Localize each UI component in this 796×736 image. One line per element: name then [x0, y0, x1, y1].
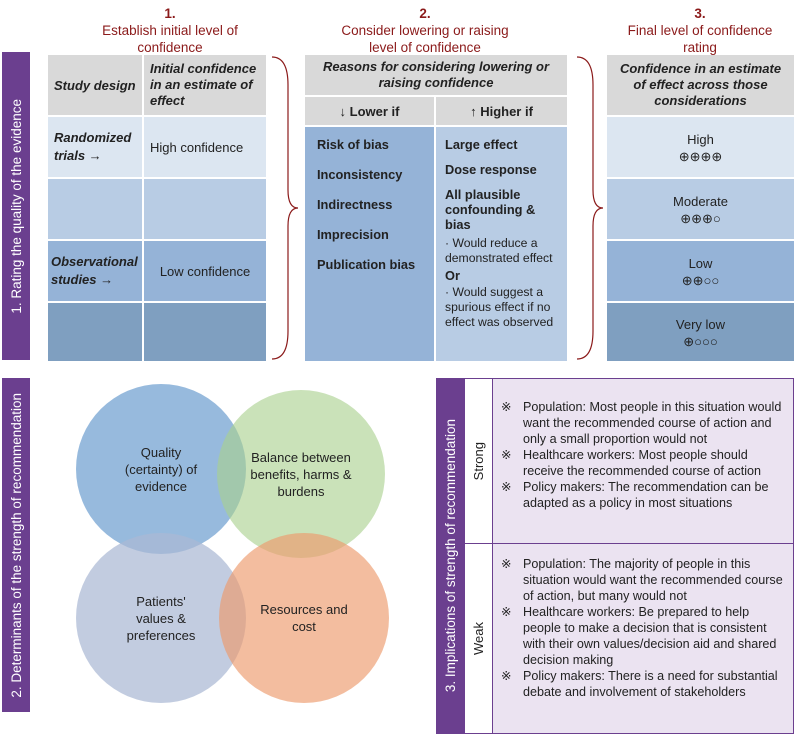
rating-low: Low ⊕⊕○○ — [607, 241, 794, 301]
sidebar-rating: 1. Rating the quality of the evidence — [2, 52, 30, 360]
circle-balance: Balance between benefits, harms & burden… — [217, 390, 385, 558]
reason-imprecision: Imprecision — [317, 227, 389, 242]
divider — [465, 543, 793, 544]
weak-population-text: Population: The majority of people in th… — [523, 557, 783, 603]
reason-risk-of-bias: Risk of bias — [317, 137, 389, 152]
strong-policy-text: Policy makers: The recommendation can be… — [523, 480, 769, 510]
row-empty-1a — [48, 179, 142, 239]
weak-item-population: ※ Population: The majority of people in … — [501, 556, 787, 604]
circle-values: Patients' values & preferences — [76, 533, 246, 703]
row-empty-1b — [144, 179, 266, 239]
rating-high-symbols: ⊕⊕⊕⊕ — [678, 149, 723, 164]
weak-healthcare-text: Healthcare workers: Be prepared to help … — [523, 605, 777, 667]
higher-reasons: Large effect Dose response All plausible… — [436, 127, 567, 361]
reason-confounding: All plausible confounding & bias — [445, 187, 536, 232]
row-observational: Observational studies → — [48, 241, 142, 301]
col-study-design: Study design — [48, 55, 142, 115]
strong-item-policy: ※ Policy makers: The recommendation can … — [501, 479, 787, 511]
weak-label-cell: Weak — [465, 544, 493, 733]
marker-icon: ※ — [501, 557, 512, 571]
lower-if-header: ↓ Lower if — [305, 97, 434, 125]
rating-very-low-label: Very low — [675, 317, 726, 332]
row-empty-2b — [144, 303, 266, 361]
reason-dose-response: Dose response — [445, 162, 537, 177]
reason-inconsistency: Inconsistency — [317, 167, 403, 182]
header-step-2: 2. Consider lowering or raising level of… — [330, 5, 520, 56]
strong-label: Strong — [471, 441, 486, 481]
row-randomized: Randomized trials → — [48, 117, 142, 177]
strong-items: ※ Population: Most people in this situat… — [493, 379, 793, 543]
reason-indirectness: Indirectness — [317, 197, 393, 212]
col-initial-confidence: Initial confidence in an estimate of eff… — [144, 55, 266, 115]
table-final-rating: Confidence in an estimate of effect acro… — [607, 55, 794, 361]
sidebar-rating-label: 1. Rating the quality of the evidence — [8, 98, 24, 314]
step-2-number: 2. — [419, 6, 431, 21]
strong-item-healthcare: ※ Healthcare workers: Most people should… — [501, 447, 787, 479]
brace-right — [576, 56, 604, 360]
sidebar-determinants: 2. Determinants of the strength of recom… — [2, 378, 30, 712]
sidebar-implications-label: 3. Implications of strength of recommend… — [442, 419, 458, 693]
strong-item-population: ※ Population: Most people in this situat… — [501, 399, 787, 447]
circle-balance-label: Balance between benefits, harms & burden… — [250, 449, 352, 499]
weak-item-healthcare: ※ Healthcare workers: Be prepared to hel… — [501, 604, 787, 668]
circle-values-label: Patients' values & preferences — [126, 593, 196, 643]
table-reasons: Reasons for considering lowering or rais… — [305, 55, 567, 361]
circle-resources: Resources and cost — [219, 533, 389, 703]
header-step-1: 1. Establish initial level of confidence — [70, 5, 270, 56]
higher-if-header: ↑ Higher if — [436, 97, 567, 125]
marker-icon: ※ — [501, 480, 512, 494]
brace-left — [271, 56, 299, 360]
header-step-3: 3. Final level of confidence rating — [615, 5, 785, 56]
rating-moderate: Moderate ⊕⊕⊕○ — [607, 179, 794, 239]
rating-low-label: Low — [688, 256, 713, 271]
lower-reasons: Risk of bias Inconsistency Indirectness … — [305, 127, 434, 361]
rating-high-label: High — [687, 132, 714, 147]
weak-item-policy: ※ Policy makers: There is a need for sub… — [501, 668, 787, 700]
rating-moderate-label: Moderate — [673, 194, 728, 209]
marker-icon: ※ — [501, 669, 512, 683]
final-title: Confidence in an estimate of effect acro… — [607, 55, 794, 115]
rating-very-low: Very low ⊕○○○ — [607, 303, 794, 361]
step-1-label: Establish initial level of confidence — [102, 23, 238, 55]
cell-low-confidence: Low confidence — [144, 241, 266, 301]
reason-or: Or — [445, 268, 460, 283]
reason-reduce-effect: · Would reduce a demonstrated effect — [445, 236, 553, 265]
marker-icon: ※ — [501, 448, 512, 462]
weak-items: ※ Population: The majority of people in … — [493, 544, 793, 733]
strong-label-cell: Strong — [465, 379, 493, 543]
step-3-number: 3. — [694, 6, 706, 21]
marker-icon: ※ — [501, 400, 512, 414]
step-1-number: 1. — [164, 6, 176, 21]
row-empty-2a — [48, 303, 142, 361]
cell-high-confidence: High confidence — [144, 117, 266, 177]
step-2-label: Consider lowering or raising level of co… — [341, 23, 509, 55]
reason-spurious-effect: · Would suggest a spurious effect if no … — [445, 285, 554, 329]
weak-policy-text: Policy makers: There is a need for subst… — [523, 669, 778, 699]
step-3-label: Final level of confidence rating — [627, 23, 773, 55]
marker-icon: ※ — [501, 605, 512, 619]
reasons-title: Reasons for considering lowering or rais… — [305, 55, 567, 95]
table-initial-confidence: Study design Initial confidence in an es… — [48, 55, 266, 361]
rating-low-symbols: ⊕⊕○○ — [681, 273, 720, 288]
sidebar-implications: 3. Implications of strength of recommend… — [436, 378, 464, 734]
rating-very-low-symbols: ⊕○○○ — [683, 334, 718, 349]
implications-panel: Strong ※ Population: Most people in this… — [464, 378, 794, 734]
circle-resources-label: Resources and cost — [260, 602, 348, 634]
rating-high: High ⊕⊕⊕⊕ — [607, 117, 794, 177]
reason-large-effect: Large effect — [445, 137, 518, 152]
circle-quality-label: Quality (certainty) of evidence — [124, 444, 198, 494]
reason-publication-bias: Publication bias — [317, 257, 416, 272]
weak-label: Weak — [471, 622, 486, 655]
sidebar-determinants-label: 2. Determinants of the strength of recom… — [8, 392, 24, 698]
strong-healthcare-text: Healthcare workers: Most people should r… — [523, 448, 762, 478]
rating-moderate-symbols: ⊕⊕⊕○ — [680, 211, 721, 226]
strong-population-text: Population: Most people in this situatio… — [523, 400, 782, 446]
